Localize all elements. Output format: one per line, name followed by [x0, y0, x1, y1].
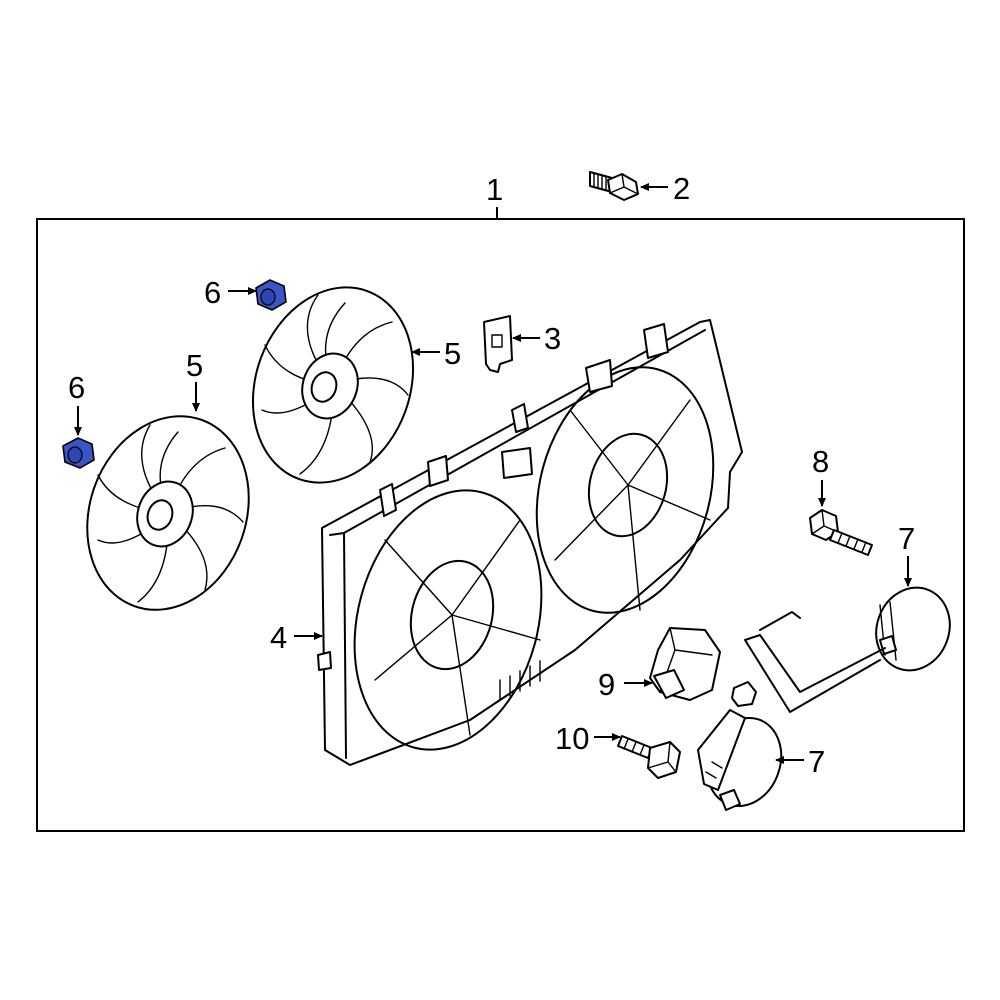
callout-3: 3 — [544, 321, 561, 356]
fan-motor-part-7-right[interactable] — [731, 577, 961, 713]
callout-5-right: 5 — [444, 336, 461, 371]
screw-part-10[interactable] — [617, 735, 681, 779]
nut-part-6-left[interactable] — [62, 437, 95, 469]
callout-2: 2 — [673, 171, 690, 206]
assembly-border — [36, 218, 965, 832]
fan-blade-part-5-right[interactable] — [226, 265, 439, 506]
fan-shroud-part-4[interactable] — [317, 319, 743, 771]
bracket-part-3[interactable] — [483, 315, 513, 373]
nut-part-6-top[interactable] — [255, 279, 287, 311]
callout-5-left: 5 — [186, 348, 203, 383]
callout-8: 8 — [812, 444, 829, 479]
callout-4: 4 — [270, 620, 287, 655]
bolt-part-8[interactable] — [809, 509, 873, 556]
resistor-part-9[interactable] — [649, 627, 721, 701]
callout-6-left: 6 — [68, 370, 85, 405]
callout-1: 1 — [486, 172, 503, 207]
bolt-part-2[interactable] — [589, 171, 639, 201]
leader-lines — [74, 183, 912, 764]
callout-7-right: 7 — [898, 521, 915, 556]
callout-6-top: 6 — [204, 275, 221, 310]
fan-motor-part-7-lower[interactable] — [695, 707, 793, 816]
fan-blade-part-5-left[interactable] — [61, 393, 275, 632]
callout-10: 10 — [555, 721, 589, 756]
callout-7-lower: 7 — [808, 744, 825, 779]
callout-9: 9 — [598, 667, 615, 702]
